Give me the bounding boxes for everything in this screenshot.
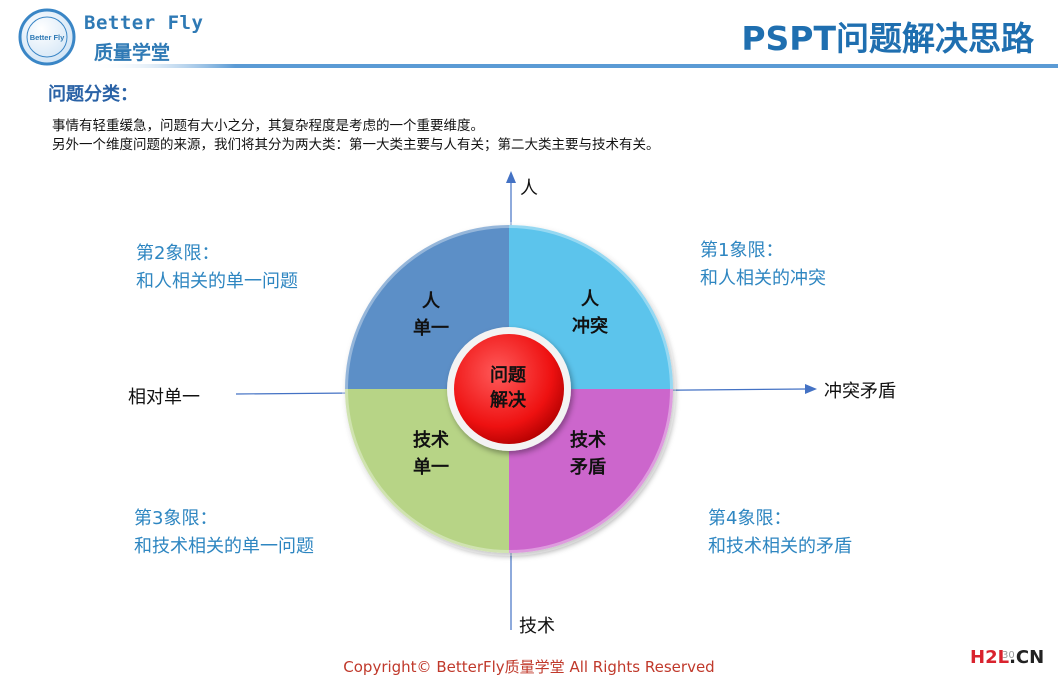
site-watermark: H2L.CN [970, 647, 1044, 668]
quadrant-1-title: 第1象限： [700, 240, 784, 261]
page-number: 30 [1002, 650, 1015, 661]
copyright-notice: Copyright© BetterFly质量学堂 All Rights Rese… [343, 658, 715, 676]
axis-label-top: 人 [520, 178, 538, 199]
vertical-axis-arrow [506, 171, 516, 183]
quadrant-3-desc: 和技术相关的单一问题 [134, 536, 314, 557]
quadrant-4-title: 第4象限： [708, 508, 792, 529]
axis-label-left: 相对单一 [128, 387, 200, 408]
page-title: PSPT问题解决思路 [741, 19, 1034, 58]
axis-label-bottom: 技术 [519, 616, 555, 637]
segment-q1-label-1: 人 [581, 289, 600, 310]
quadrant-1-note: 第1象限： 和人相关的冲突 [700, 237, 826, 293]
segment-q4-label-2: 矛盾 [569, 457, 606, 478]
center-label-1: 问题 [490, 365, 527, 386]
horizontal-axis-arrow [805, 384, 817, 394]
quadrant-1-desc: 和人相关的冲突 [700, 268, 826, 289]
segment-q2-label-2: 单一 [413, 317, 449, 339]
quadrant-3-note: 第3象限： 和技术相关的单一问题 [134, 505, 314, 561]
segment-q3-label-1: 技术 [413, 429, 449, 451]
quadrant-2-note: 第2象限： 和人相关的单一问题 [136, 240, 298, 296]
quadrant-2-desc: 和人相关的单一问题 [136, 271, 298, 292]
segment-q2-label-1: 人 [422, 291, 441, 312]
quadrant-3-title: 第3象限： [134, 508, 218, 529]
quadrant-4-desc: 和技术相关的矛盾 [708, 536, 852, 557]
segment-q1-label-2: 冲突 [572, 315, 608, 337]
quadrant-4-note: 第4象限： 和技术相关的矛盾 [708, 505, 852, 561]
intro-line-2: 另外一个维度问题的来源，我们将其分为两大类：第一大类主要与人有关；第二大类主要与… [52, 137, 660, 153]
axis-label-right: 冲突矛盾 [824, 381, 896, 402]
quadrant-2-title: 第2象限： [136, 243, 220, 264]
section-heading: 问题分类： [48, 84, 138, 105]
logo-text: Better Fly [30, 33, 65, 42]
betterfly-logo: Better Fly [18, 8, 76, 66]
header-divider [90, 64, 1058, 68]
segment-q3-label-2: 单一 [413, 456, 449, 478]
watermark-part-a: H2L [970, 647, 1010, 668]
center-circle [454, 334, 564, 444]
segment-q4-label-1: 技术 [570, 429, 606, 451]
center-label-2: 解决 [490, 389, 527, 411]
watermark-part-b: .CN [1009, 647, 1045, 668]
intro-line-1: 事情有轻重缓急，问题有大小之分，其复杂程度是考虑的一个重要维度。 [52, 118, 484, 134]
brand-name-en: Better Fly [84, 12, 204, 34]
brand-name-cn: 质量学堂 [94, 42, 171, 64]
